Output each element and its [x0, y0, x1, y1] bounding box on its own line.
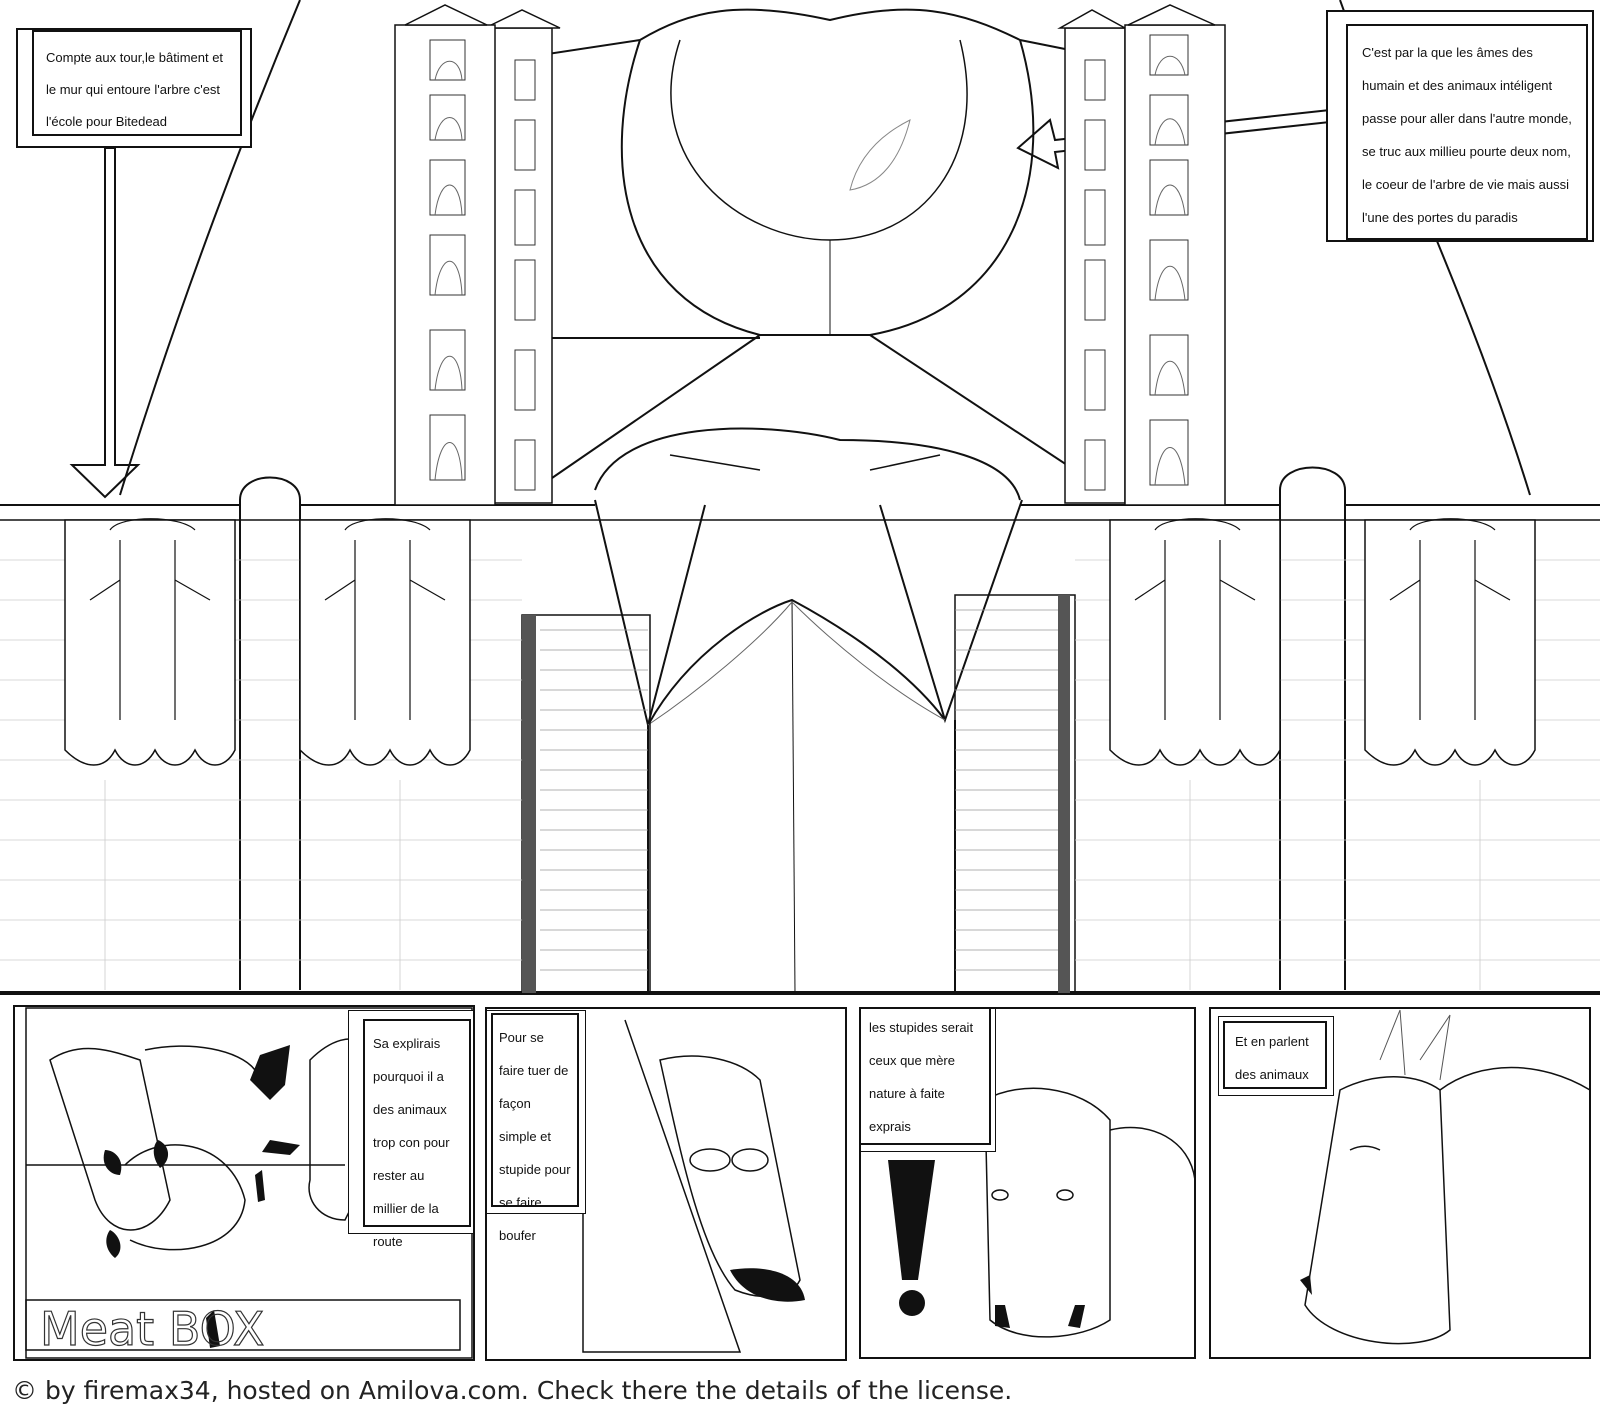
gate-dome	[594, 427, 1021, 501]
caption-panel-2-text: Pour se faire tuer de façon simple et st…	[499, 1030, 571, 1243]
wall-pillar-left	[239, 476, 301, 990]
caption-school: Compte aux tour,le bâtiment et le mur qu…	[16, 28, 252, 148]
banner-tree-emblems	[89, 518, 1511, 720]
exclamation-mark	[888, 1160, 1085, 1328]
copyright-footer: © by firemax34, hosted on Amilova.com. C…	[12, 1376, 1013, 1405]
banner-3	[1109, 519, 1281, 766]
caption-souls-text: C'est par la que les âmes des humain et …	[1362, 45, 1572, 225]
banner-1	[64, 519, 236, 766]
meat-box-sign: Meat BOX	[40, 1302, 264, 1356]
tree-trunk-left-edge	[119, 0, 301, 496]
gate-arch	[647, 598, 946, 726]
tower-right-back	[1064, 27, 1126, 504]
door-slats	[540, 609, 1058, 971]
arrow-down-icon	[69, 147, 141, 499]
door-right	[954, 594, 1076, 994]
panel-1-drawing	[25, 1038, 461, 1351]
tower-left-back	[491, 27, 553, 504]
caption-souls: C'est par la que les âmes des humain et …	[1326, 10, 1594, 242]
caption-panel-3: les stupides serait ceux que mère nature…	[860, 1008, 996, 1152]
caption-panel-1: Sa explirais pourquoi il a des animaux t…	[348, 1010, 474, 1249]
arrow-left-icon	[1016, 108, 1331, 170]
panel-3	[859, 1007, 1196, 1359]
panel-4-drawing	[1304, 1009, 1591, 1345]
tree-heart	[620, 39, 1035, 336]
tower-windows	[429, 34, 1189, 491]
panel-4	[1209, 1007, 1591, 1359]
banner-4	[1364, 519, 1536, 766]
panel-1	[13, 1005, 475, 1361]
caption-panel-1-text: Sa explirais pourquoi il a des animaux t…	[373, 1036, 450, 1249]
tower-left-front	[394, 24, 496, 506]
door-left	[521, 614, 651, 994]
panel-2-drawing	[582, 1019, 801, 1353]
caption-panel-3-text: les stupides serait ceux que mère nature…	[869, 1020, 974, 1134]
caption-school-text: Compte aux tour,le bâtiment et le mur qu…	[46, 50, 224, 129]
caption-panel-4: Et en parlent des animaux	[1218, 1016, 1334, 1096]
wall-pillar-right	[1279, 466, 1346, 990]
caption-panel-4-text: Et en parlent des animaux	[1235, 1034, 1309, 1082]
panel-3-drawing	[984, 1087, 1196, 1338]
banner-2	[299, 519, 471, 766]
tower-right-front	[1124, 24, 1226, 506]
caption-panel-2: Pour se faire tuer de façon simple et st…	[486, 1010, 586, 1243]
